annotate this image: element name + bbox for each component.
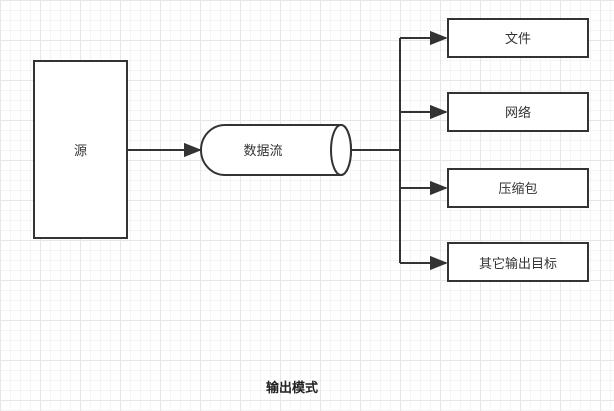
stream-node[interactable]: 数据流	[200, 124, 352, 176]
stream-label: 数据流	[243, 144, 282, 159]
diagram-caption: 输出模式	[266, 380, 318, 396]
target-node-network[interactable]: 网络	[447, 92, 589, 132]
target-label-network: 网络	[505, 105, 531, 121]
target-node-file[interactable]: 文件	[447, 18, 589, 58]
target-node-archive[interactable]: 压缩包	[447, 168, 589, 208]
target-label-other: 其它输出目标	[479, 256, 557, 272]
target-label-file: 文件	[505, 32, 531, 47]
source-node[interactable]: 源	[33, 60, 128, 239]
target-node-other[interactable]: 其它输出目标	[447, 242, 589, 282]
source-label: 源	[74, 144, 87, 159]
target-label-archive: 压缩包	[498, 181, 537, 197]
